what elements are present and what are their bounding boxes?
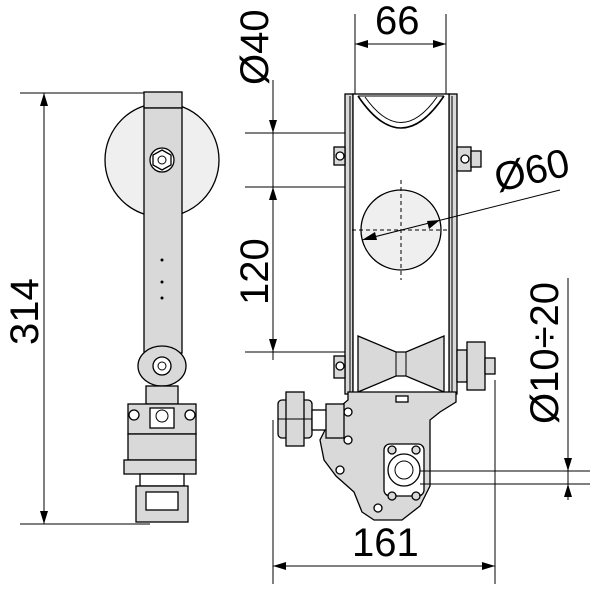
front-view: Ø60 [277,93,574,521]
dimension-d10-20: Ø10÷20 [420,278,590,500]
dimension-161-label: 161 [352,521,419,565]
dimension-314-label: 314 [3,278,47,345]
dimension-314: 314 [3,92,150,525]
dimension-161: 161 [272,380,496,584]
dimension-120-label: 120 [233,238,277,305]
dimension-66: 66 [354,0,447,95]
dimension-d60-label: Ø60 [490,141,574,201]
dimension-66-label: 66 [375,0,420,43]
dimension-d10-20-label: Ø10÷20 [523,282,567,424]
side-view [104,91,220,523]
dimension-d40: Ø40 [233,9,277,85]
dimension-d40-label: Ø40 [233,9,277,85]
